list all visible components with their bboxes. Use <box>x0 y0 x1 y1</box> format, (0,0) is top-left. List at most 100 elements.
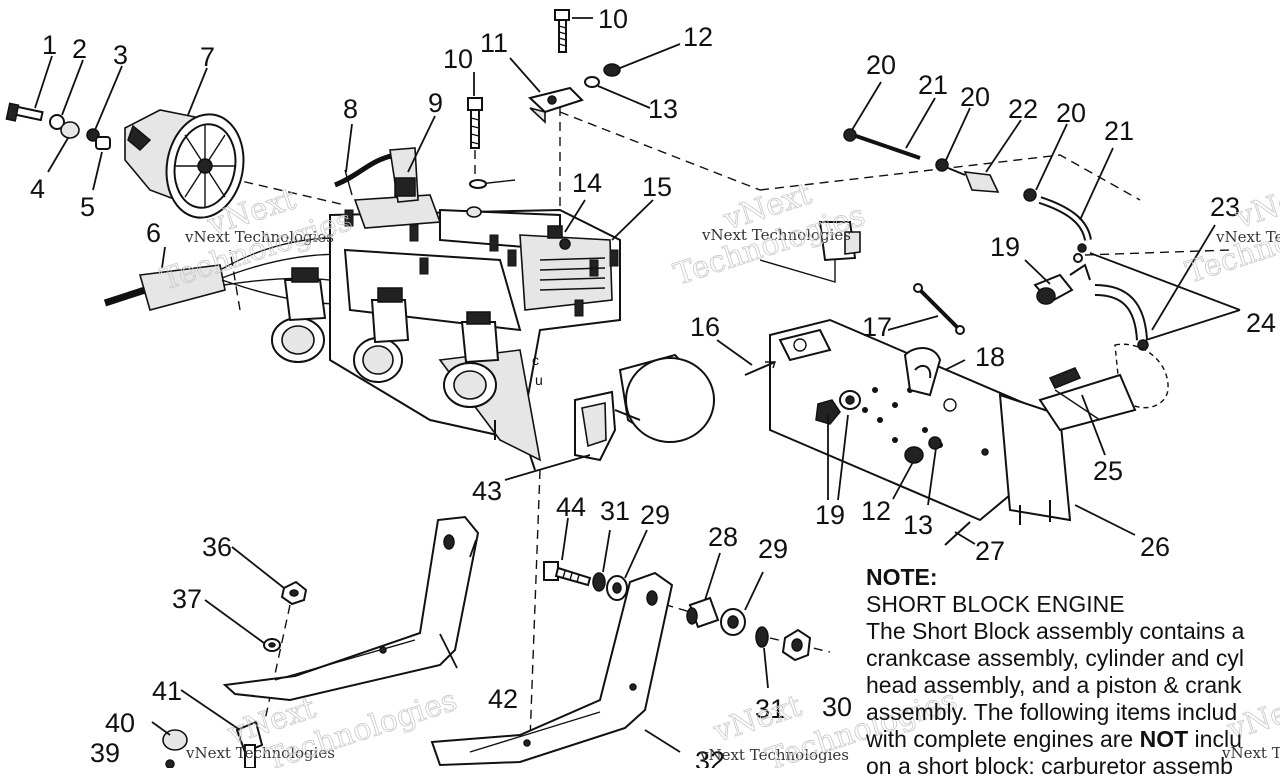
washer-part-13-top <box>584 76 600 88</box>
callout-12-top: 12 <box>683 22 713 52</box>
callout-22: 22 <box>1008 94 1038 124</box>
callout-16: 16 <box>690 312 720 342</box>
short-block-note: NOTE: SHORT BLOCK ENGINE The Short Block… <box>866 564 1280 780</box>
callout-10-top: 10 <box>598 4 628 34</box>
callout-7: 7 <box>200 42 215 72</box>
svg-text:c: c <box>532 352 539 368</box>
callout-11: 11 <box>480 28 508 58</box>
washer-part-37 <box>263 638 281 652</box>
callout-23: 23 <box>1210 192 1240 222</box>
washer-part-2 <box>49 114 65 130</box>
shaft-part-25 <box>1038 367 1137 432</box>
callout-12-lower: 12 <box>861 496 891 526</box>
carburetor-1 <box>271 267 327 363</box>
callout-24: 24 <box>1246 308 1276 338</box>
note-line-4: assembly. The following items includ <box>866 699 1238 725</box>
callout-26: 26 <box>1140 532 1170 562</box>
callout-1: 1 <box>42 30 57 60</box>
starter-pulley-part-7 <box>124 109 245 219</box>
callout-18: 18 <box>975 342 1005 372</box>
cable-part-17 <box>913 283 965 335</box>
nut-part-12-top <box>603 63 621 77</box>
callout-31-a: 31 <box>600 496 630 526</box>
callout-43: 43 <box>472 476 502 506</box>
callout-15: 15 <box>642 172 672 202</box>
callout-29-b: 29 <box>758 534 788 564</box>
callout-numbers: 1 2 3 4 5 6 7 8 9 10 10 11 12 12 13 13 1… <box>30 4 1276 768</box>
nut-part-36 <box>280 580 308 606</box>
callout-27: 27 <box>975 536 1005 566</box>
cable-clip <box>466 179 516 218</box>
bracket-part-42 <box>222 515 480 702</box>
plug-cap-part-9 <box>389 147 419 203</box>
callout-29-a: 29 <box>640 500 670 530</box>
hose-part-23 <box>1094 284 1148 341</box>
callout-4: 4 <box>30 174 45 204</box>
callout-40: 40 <box>105 708 135 738</box>
clamp-part-24 <box>1137 339 1149 351</box>
washer-part-13-lower <box>928 436 942 450</box>
svg-text:vNext Technologies: vNext Technologies <box>701 226 851 244</box>
bolt-part-10-head <box>467 97 483 149</box>
callout-10-left: 10 <box>443 44 473 74</box>
callout-20-b: 20 <box>960 82 990 112</box>
right-sub-assembly <box>744 128 1169 546</box>
bolt-part-16 <box>744 361 776 376</box>
washer-part-29 <box>606 575 628 601</box>
note-line-5-emphasis: NOT <box>1139 726 1189 752</box>
note-line-6: on a short block: carburetor assemb <box>866 753 1233 779</box>
nut-washer-part-19-lower <box>815 390 861 425</box>
callout-41: 41 <box>152 676 182 706</box>
mounting-plate-part-26 <box>769 318 1072 525</box>
callout-3: 3 <box>113 40 128 70</box>
bolt-part-10-top <box>554 9 570 53</box>
note-line-3: head assembly, and a piston & crank <box>866 672 1242 698</box>
callout-8: 8 <box>343 94 358 124</box>
callout-21-b: 21 <box>1104 116 1134 146</box>
note-line-2: crankcase assembly, cylinder and cyl <box>866 645 1244 671</box>
washer-part-31-outer <box>755 626 769 648</box>
carburetor-assemblies <box>271 267 500 408</box>
nut-part-30 <box>781 628 812 662</box>
watermark-center: vNext vNext Technologies Technologies <box>669 176 869 293</box>
svg-text:vNext Technologies: vNext Technologies <box>184 228 334 246</box>
spacer-part-5 <box>95 136 111 150</box>
washer-part-29-outer <box>720 608 746 636</box>
callout-2: 2 <box>72 34 87 64</box>
spacer-part-28 <box>686 596 720 629</box>
note-heading: SHORT BLOCK ENGINE <box>866 591 1125 617</box>
watermark-bottom-left: vNext vNext Technologies Technologies <box>185 683 462 768</box>
callout-25: 25 <box>1093 456 1123 486</box>
svg-text:vNext Technologies: vNext Technologies <box>1221 744 1280 762</box>
bolt-part-44 <box>543 561 592 587</box>
callout-44: 44 <box>556 492 586 522</box>
solenoid-switch <box>818 221 861 262</box>
callout-13-lower: 13 <box>903 510 933 540</box>
nut-part-12-lower <box>904 446 924 464</box>
bracket-part-11 <box>527 86 584 124</box>
callout-9: 9 <box>428 88 443 118</box>
callout-14: 14 <box>572 168 602 198</box>
bolt-part-41 <box>235 720 264 768</box>
callout-30: 30 <box>822 692 852 722</box>
callout-31-b: 31 <box>755 694 785 724</box>
recoil-starter-group <box>5 102 245 219</box>
bracket-part-32 <box>430 571 674 767</box>
svg-text:u: u <box>535 372 543 388</box>
callout-6: 6 <box>146 218 161 248</box>
lower-mount-brackets <box>162 515 812 768</box>
callout-42: 42 <box>488 684 518 714</box>
fuel-line-parts-20-22 <box>843 128 1092 241</box>
note-title: NOTE: <box>866 564 938 590</box>
note-line-5: with complete engines are NOT inclu <box>866 726 1280 753</box>
svg-text:vNext: vNext <box>1231 175 1280 236</box>
carburetor-2 <box>353 287 410 383</box>
svg-text:vNext Technologies: vNext Technologies <box>699 746 849 764</box>
svg-text:vNext Technologies: vNext Technologies <box>185 744 335 762</box>
callout-13-top: 13 <box>648 94 678 124</box>
washer-part-31 <box>592 572 606 592</box>
callout-20-a: 20 <box>866 50 896 80</box>
callout-17: 17 <box>862 312 892 342</box>
callout-21-a: 21 <box>918 70 948 100</box>
